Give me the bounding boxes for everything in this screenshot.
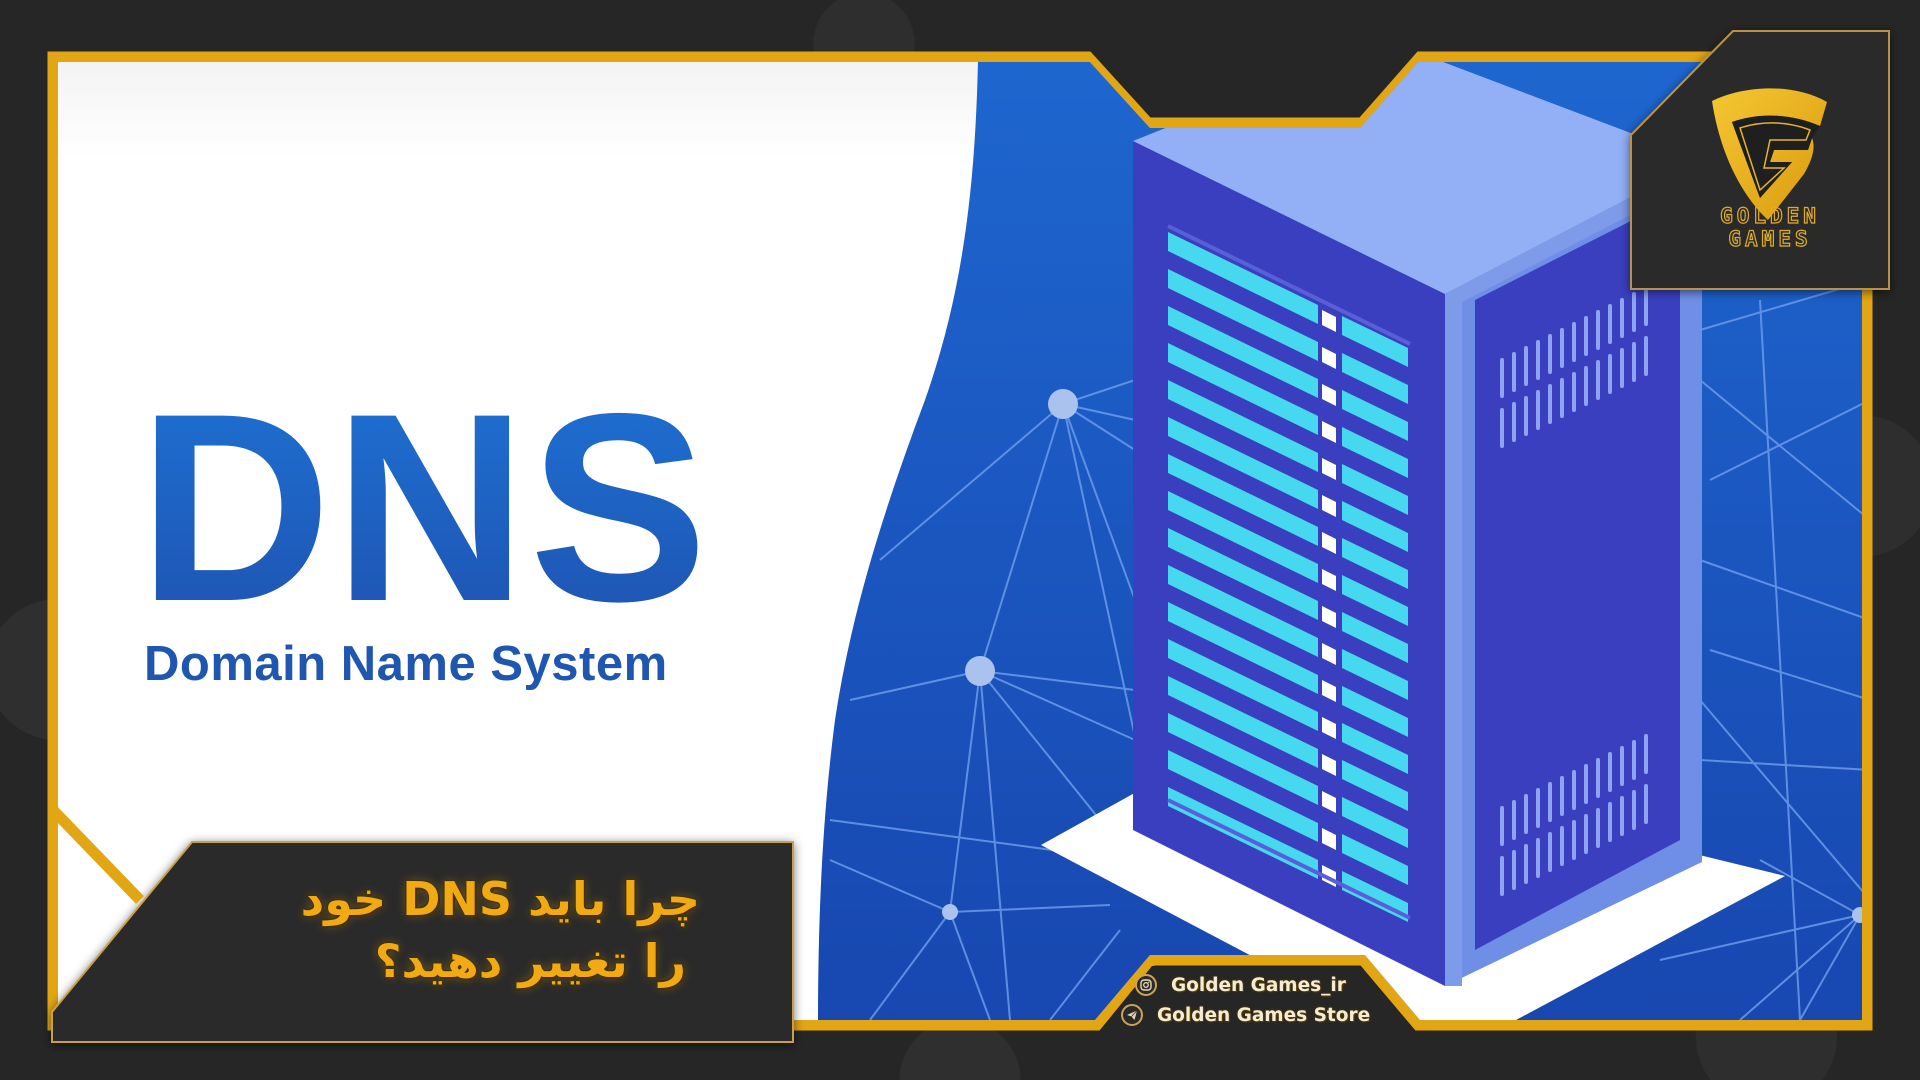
social-links: Golden Games_ir Golden Games Store xyxy=(1121,970,1370,1030)
golden-games-shield-logo xyxy=(1712,88,1827,221)
server-tower-illustration xyxy=(1133,62,1702,986)
network-node xyxy=(965,656,995,686)
dns-title: DNS xyxy=(138,373,748,641)
caption-panel xyxy=(51,841,794,1043)
server-drive-slots xyxy=(1168,232,1408,922)
network-node xyxy=(1048,389,1078,419)
server-vents xyxy=(1500,286,1648,896)
caption-line-2: را تغییر دهید؟ xyxy=(374,934,686,988)
social-panel xyxy=(1100,966,1412,1030)
network-node xyxy=(942,904,958,920)
instagram-icon xyxy=(1135,974,1157,996)
caption-heading: چرا باید DNS خود را تغییر دهید؟ xyxy=(300,868,700,992)
network-nodes xyxy=(942,389,1862,923)
social-link-instagram[interactable]: Golden Games_ir xyxy=(1135,970,1370,1000)
telegram-icon xyxy=(1121,1004,1143,1026)
brand-name-line-2: GAMES xyxy=(1728,227,1812,251)
server-slot-dividers xyxy=(1167,224,1411,920)
telegram-channel: Golden Games Store xyxy=(1157,1004,1371,1026)
network-node xyxy=(1852,907,1862,923)
brand-wordmark: GOLDEN GAMES xyxy=(1706,204,1834,251)
caption-line-1: چرا باید DNS خود xyxy=(300,872,700,926)
brand-name-line-1: GOLDEN xyxy=(1719,204,1820,228)
social-link-telegram[interactable]: Golden Games Store xyxy=(1121,1000,1370,1030)
gold-frame-border xyxy=(47,51,1873,1031)
instagram-handle: Golden Games_ir xyxy=(1171,974,1346,996)
dns-subtitle: Domain Name System xyxy=(144,637,668,691)
